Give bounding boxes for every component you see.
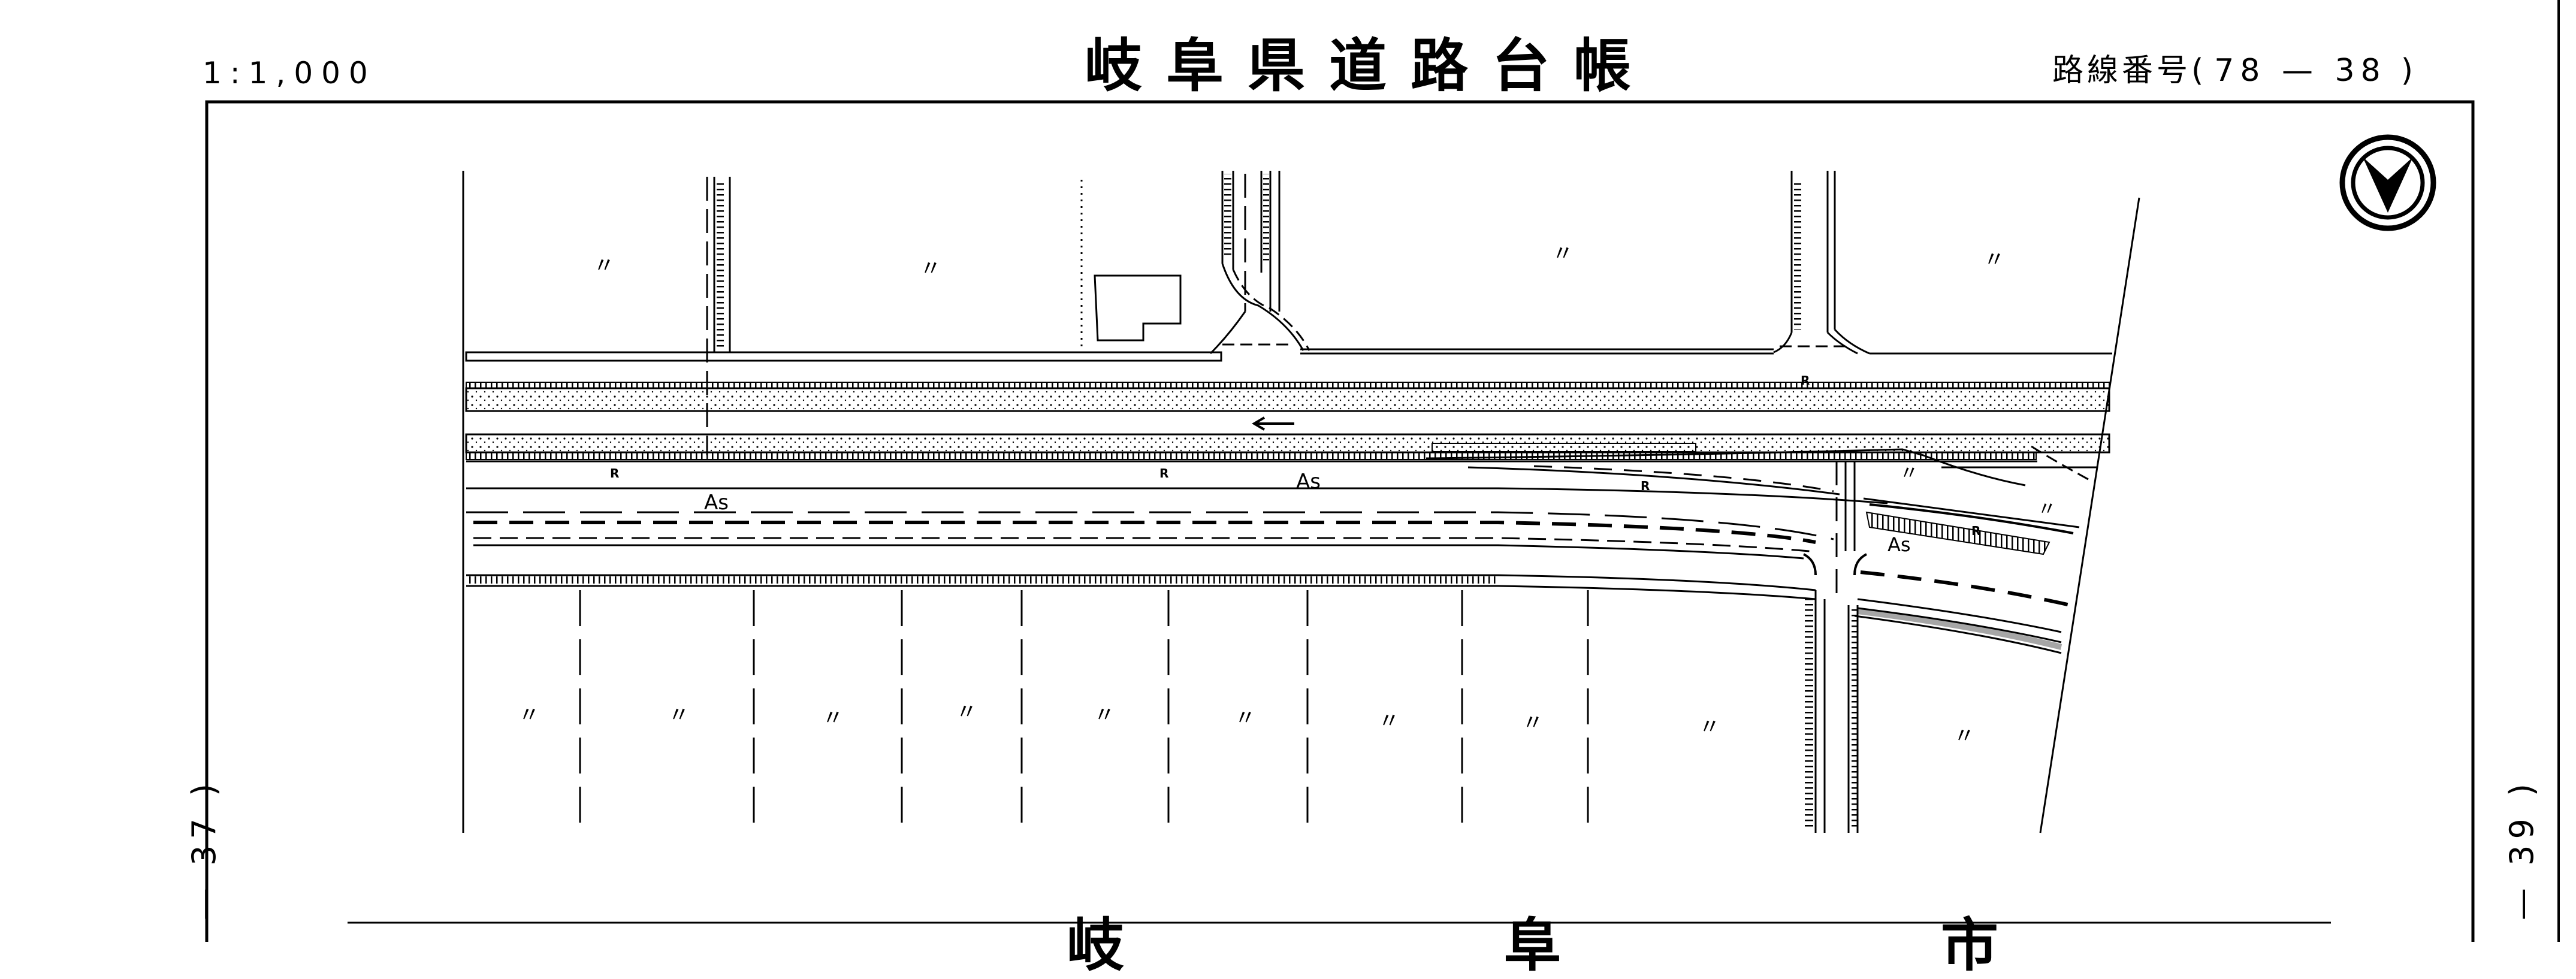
side-road-north-crossing — [1835, 461, 1856, 605]
page-title: 岐阜県道路台帳 — [1085, 32, 1655, 99]
road-centreline — [466, 511, 1834, 540]
svg-text:〃: 〃 — [1699, 715, 1720, 739]
svg-text:〃: 〃 — [920, 256, 941, 281]
curb-lower — [466, 452, 2037, 460]
building-outline — [1094, 274, 1182, 342]
north-canal — [706, 177, 731, 455]
asphalt-labels: As As As — [704, 470, 1911, 556]
traffic-direction-arrow — [1252, 416, 1294, 431]
svg-text:As: As — [1296, 470, 1321, 494]
svg-text:〃: 〃 — [1094, 703, 1115, 727]
svg-text:〃: 〃 — [1378, 709, 1400, 733]
svg-text:〃: 〃 — [956, 700, 977, 724]
municipality-name: 岐 阜 市 — [1067, 912, 2178, 979]
north-arrow-icon — [2339, 134, 2436, 231]
map-boundary-right — [2039, 197, 2140, 833]
svg-text:R: R — [610, 466, 619, 481]
svg-text:〃: 〃 — [1899, 461, 1919, 484]
svg-text:〃: 〃 — [593, 253, 615, 278]
median-strip-lower — [465, 433, 2110, 454]
svg-text:〃: 〃 — [1552, 241, 1574, 266]
svg-text:〃: 〃 — [2037, 497, 2056, 520]
south-lot-boundaries — [579, 590, 1589, 833]
slip-road-upper — [1426, 448, 2026, 487]
svg-text:〃: 〃 — [668, 703, 690, 727]
side-road-south — [1803, 553, 1867, 833]
north-road-edge — [465, 348, 2112, 362]
curb-upper — [466, 382, 2110, 389]
north-lane-right — [1773, 171, 1870, 355]
sheet-frame — [205, 100, 2475, 942]
road-edge-south — [466, 487, 1888, 504]
svg-text:As: As — [1888, 533, 1911, 556]
map-scale: 1:1,000 — [203, 56, 376, 90]
lane-dash-line — [473, 521, 1816, 544]
ditto-marks: 〃 〃 〃 〃 〃 〃 〃 〃 〃 〃 〃 〃 〃 〃 〃 〃 — [518, 241, 2056, 748]
svg-text:R: R — [1801, 373, 1810, 388]
svg-text:〃: 〃 — [1953, 724, 1975, 748]
svg-text:R: R — [1159, 466, 1168, 481]
route-number-label: 路線番号( — [2052, 53, 2207, 89]
svg-text:〃: 〃 — [1522, 711, 1544, 735]
svg-text:R: R — [1641, 479, 1650, 493]
north-lane-left — [1209, 171, 1310, 355]
svg-text:〃: 〃 — [1983, 247, 2005, 272]
south-curb — [466, 574, 1816, 591]
svg-text:As: As — [704, 491, 729, 515]
svg-text:R: R — [1971, 524, 1980, 538]
median-strip-upper — [465, 387, 2110, 412]
svg-text:〃: 〃 — [518, 703, 540, 727]
retaining-labels: R R R R R — [610, 373, 1980, 538]
road-map-drawing: 〃 〃 〃 〃 〃 〃 〃 〃 〃 〃 〃 〃 〃 〃 〃 〃 As As As… — [205, 0, 2560, 942]
route-number: 路線番号(78 — 38) — [2052, 55, 2417, 86]
route-number-close: ) — [2400, 53, 2417, 89]
route-number-value: 78 — 38 — [2214, 53, 2387, 89]
svg-text:〃: 〃 — [1234, 706, 1256, 730]
svg-text:〃: 〃 — [822, 706, 844, 730]
